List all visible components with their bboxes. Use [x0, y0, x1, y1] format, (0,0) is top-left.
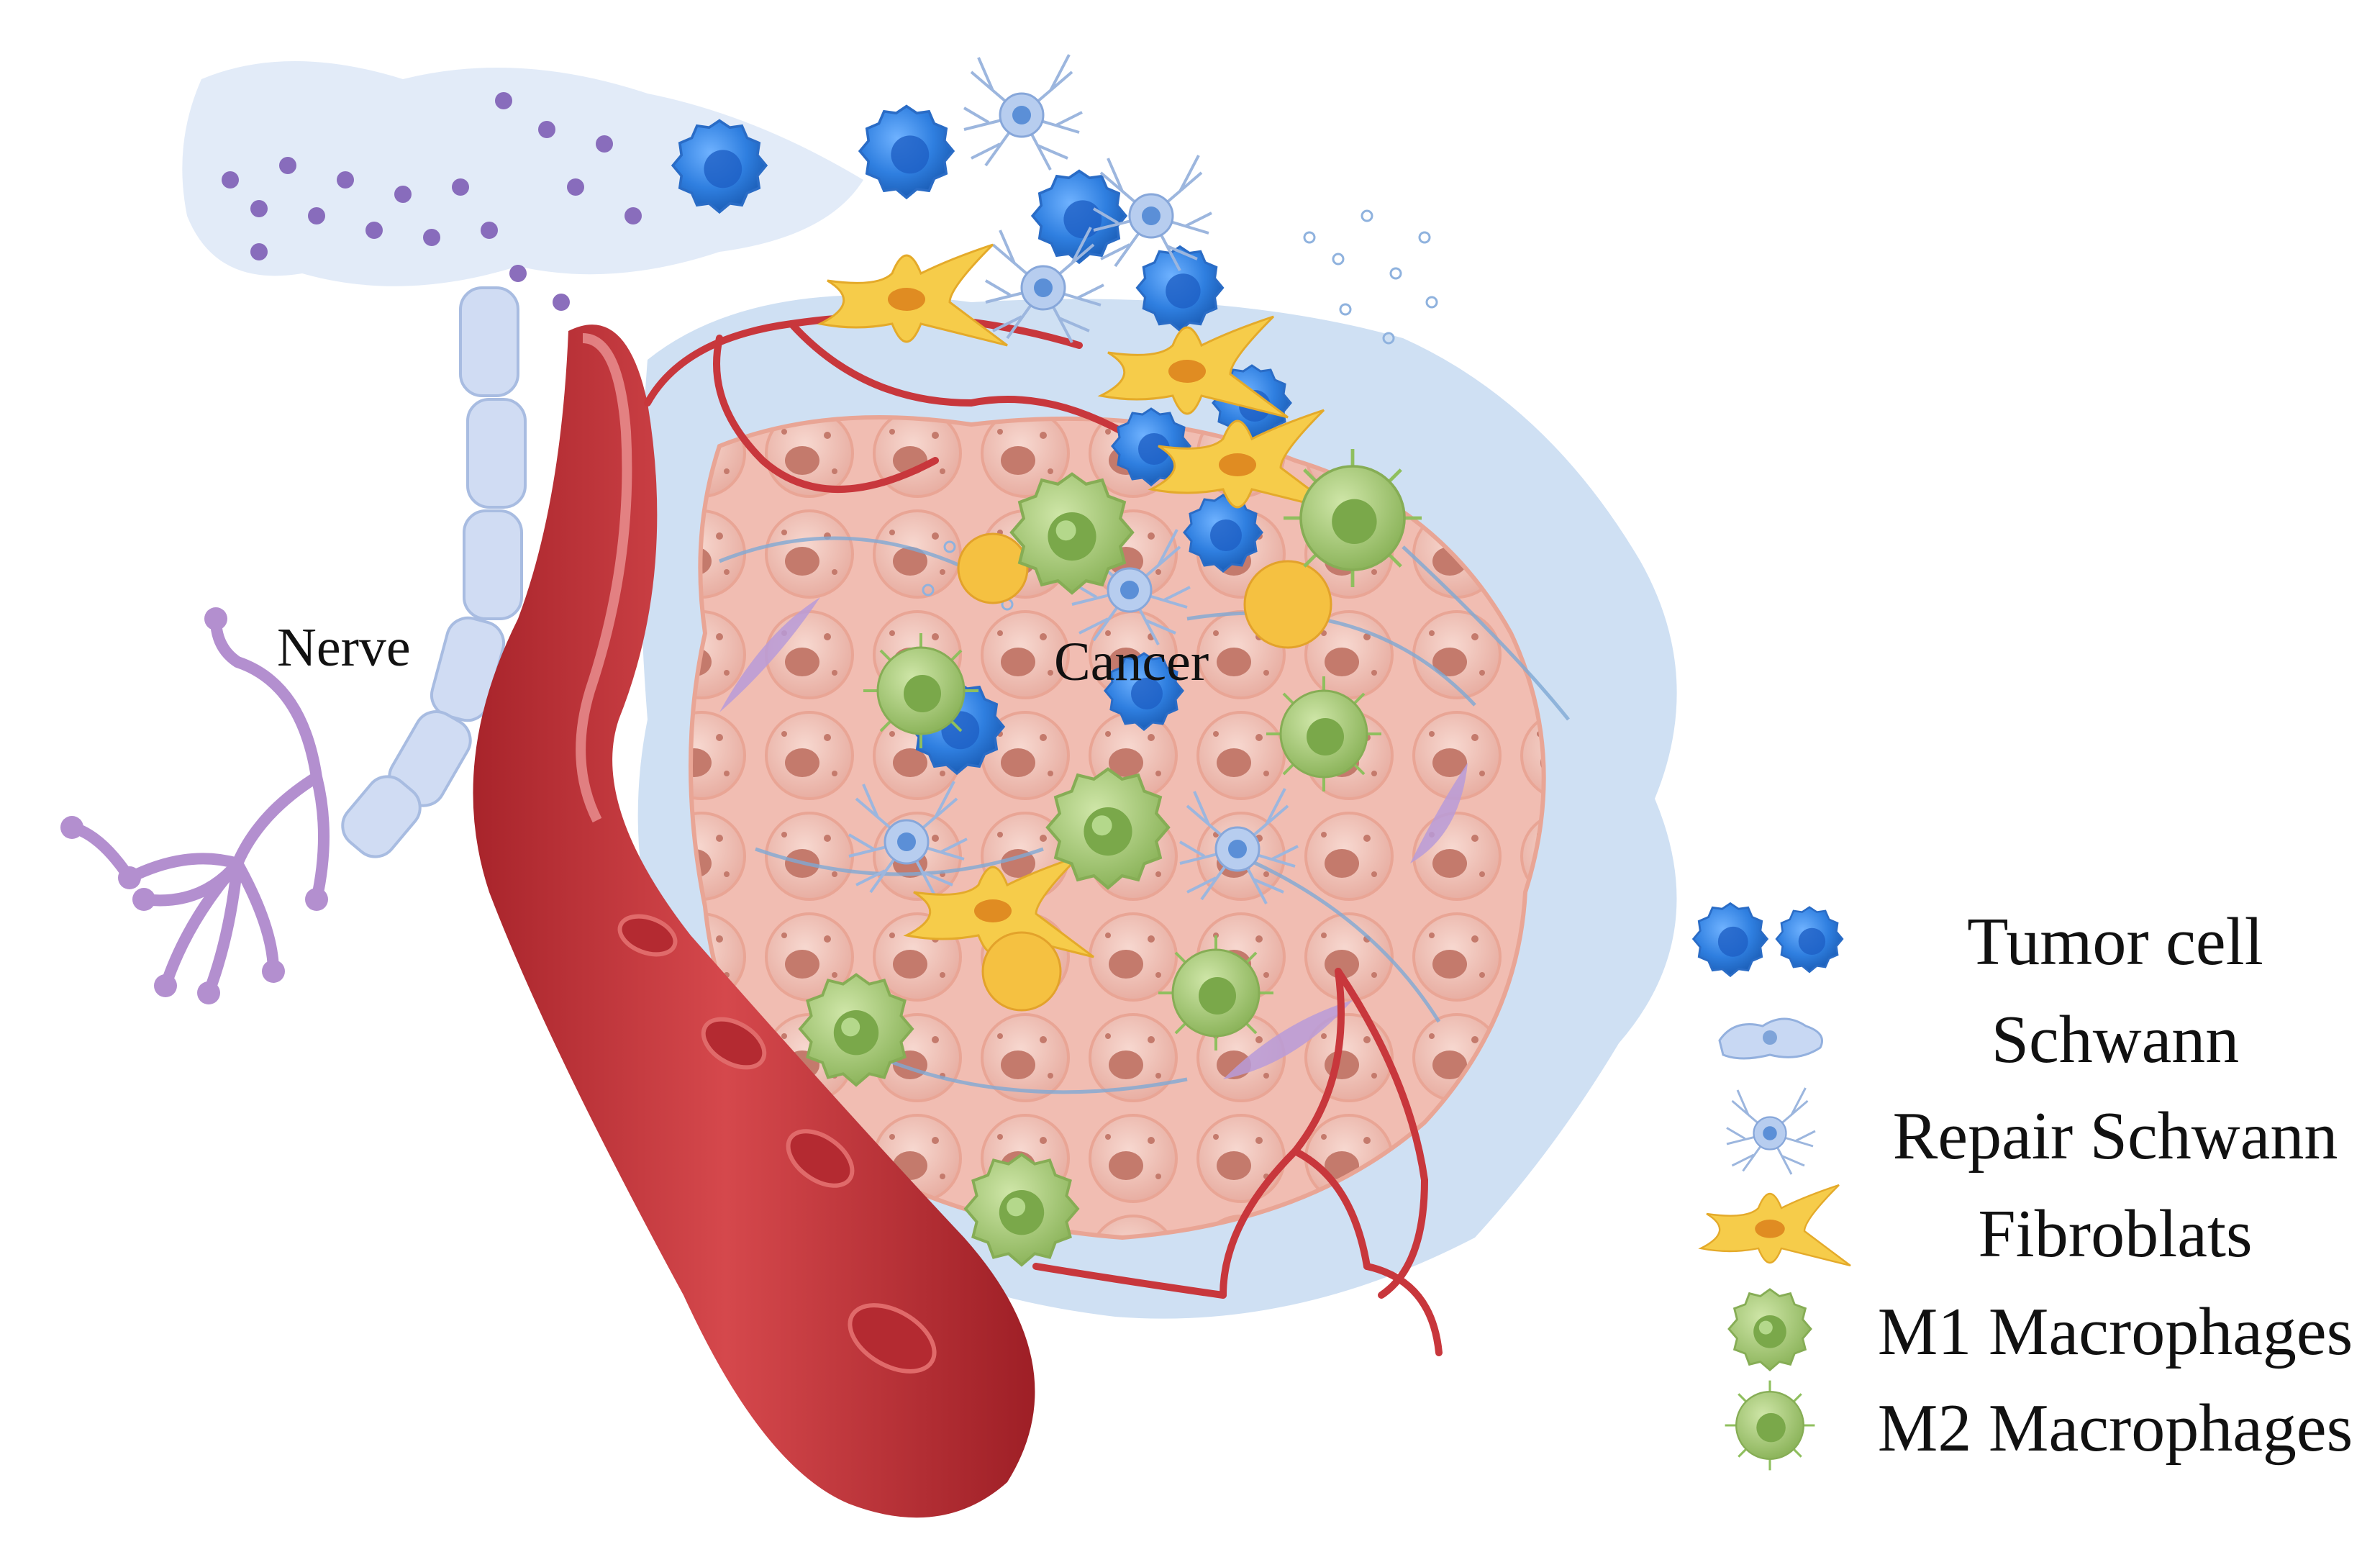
- repair-schwann-cell-icon: [1725, 1086, 1817, 1176]
- fibroblast-streaks: [719, 597, 1468, 1079]
- legend-label-fibroblasts: Fibroblats: [1978, 1197, 2253, 1271]
- m2-macrophage-icon: [1724, 1379, 1816, 1471]
- tumor-cell-icon: [1692, 902, 1844, 977]
- legend-label-m2-macrophages: M2 Macrophages: [1877, 1391, 2353, 1466]
- legend-label-repair-schwann: Repair Schwann: [1892, 1099, 2338, 1174]
- yellow-cells: [957, 532, 1332, 1012]
- fibroblast-icon: [1699, 1184, 1852, 1267]
- legend-label-m1-macrophages: M1 Macrophages: [1877, 1294, 2353, 1369]
- nerve: [60, 61, 864, 1004]
- nerve-label: Nerve: [277, 617, 411, 678]
- blood-vessel: [473, 313, 1443, 1518]
- legend-label-schwann: Schwann: [1991, 1002, 2240, 1077]
- schwann-cell-icon: [1718, 1017, 1823, 1060]
- cancer-label: Cancer: [1054, 632, 1209, 692]
- m1-macrophage-icon: [1727, 1288, 1812, 1371]
- legend-label-tumor-cell: Tumor cell: [1967, 904, 2263, 979]
